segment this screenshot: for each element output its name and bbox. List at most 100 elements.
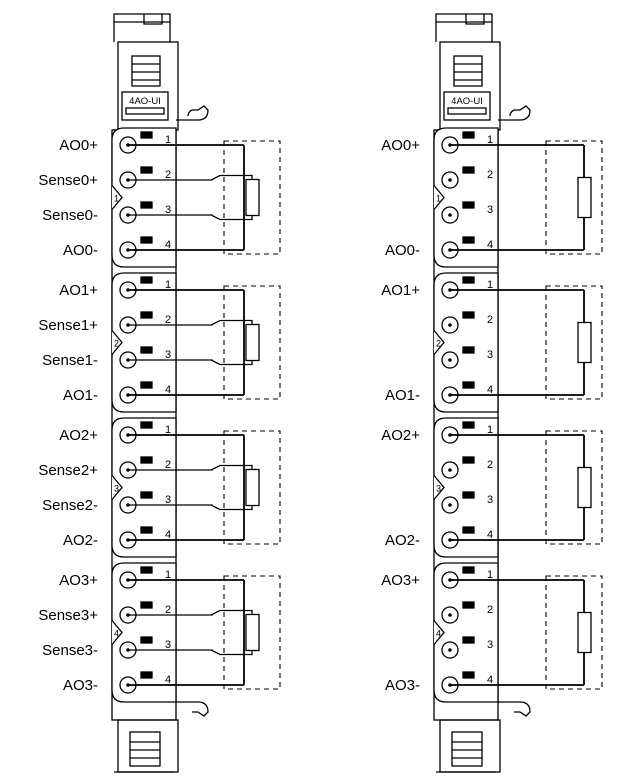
terminal-number: 2 [165, 459, 171, 471]
wire-sense-minus [128, 504, 253, 511]
signal-label: Sense3+ [38, 607, 98, 624]
terminal-release-tab [462, 131, 475, 139]
terminal-release-tab [140, 381, 153, 389]
terminal-release-tab [462, 601, 475, 609]
terminal-release-tab [140, 201, 153, 209]
load-enclosure [223, 285, 281, 400]
terminal-number: 2 [165, 169, 171, 181]
group-number: 3 [436, 484, 441, 494]
signal-label: Sense0+ [38, 172, 98, 189]
terminal-number: 1 [165, 279, 171, 291]
wire-sense-plus [128, 174, 253, 181]
wiring-2 [450, 285, 603, 400]
terminal-release-tab [140, 526, 153, 534]
terminal-number: 3 [487, 639, 493, 651]
terminal-block [433, 127, 499, 268]
terminal-release-tab [462, 636, 475, 644]
terminal-block [111, 417, 177, 558]
load-enclosure [545, 575, 603, 690]
wiring-3 [128, 430, 281, 545]
terminal-number: 4 [487, 674, 493, 686]
terminal-number: 2 [487, 459, 493, 471]
latch-window [131, 55, 161, 87]
latch-tab [465, 14, 485, 25]
terminal-number: 4 [487, 529, 493, 541]
terminal-block [111, 127, 177, 268]
signal-label: AO1+ [59, 282, 98, 299]
module-two-wire: 4AO-UI11AO0+234AO0-21AO1+234AO1-31AO2+23… [381, 13, 603, 773]
group-chevron [111, 475, 123, 500]
load-enclosure [223, 430, 281, 545]
label-bar [447, 107, 487, 115]
terminal-number: 3 [487, 204, 493, 216]
terminal-release-tab [462, 566, 475, 574]
group-chevron [433, 620, 445, 645]
wiring-3 [450, 430, 603, 545]
load-resistor [577, 321, 592, 364]
terminal-number: 4 [487, 384, 493, 396]
group-number: 2 [114, 339, 119, 349]
terminal-number: 2 [165, 314, 171, 326]
terminal-dot [448, 178, 452, 182]
wiring-2 [128, 285, 281, 400]
terminal-number: 1 [487, 279, 493, 291]
side-latch [498, 105, 531, 121]
signal-label: AO1+ [381, 282, 420, 299]
signal-label: AO0+ [59, 137, 98, 154]
terminal-release-tab [462, 236, 475, 244]
latch-window [453, 55, 483, 87]
terminal-release-tab [140, 166, 153, 174]
signal-label: AO2+ [59, 427, 98, 444]
terminal-block [111, 272, 177, 413]
signal-label: AO0- [63, 242, 98, 259]
terminal-release-tab [140, 276, 153, 284]
label-bar [125, 107, 165, 115]
wire-sense-plus [128, 609, 253, 616]
terminal-number: 3 [165, 204, 171, 216]
group-number: 4 [436, 629, 441, 639]
wire-sense-plus [128, 464, 253, 471]
group-chevron [111, 185, 123, 210]
signal-label: AO3+ [59, 572, 98, 589]
wire-sense-minus [128, 359, 253, 366]
group-number: 1 [114, 194, 119, 204]
terminal-number: 3 [165, 349, 171, 361]
module-label: 4AO-UI [451, 96, 483, 107]
terminal-release-tab [462, 671, 475, 679]
signal-label: AO2+ [381, 427, 420, 444]
terminal-release-tab [140, 236, 153, 244]
signal-label: Sense2+ [38, 462, 98, 479]
load-resistor [577, 176, 592, 219]
signal-label: Sense1- [42, 352, 98, 369]
group-chevron [433, 330, 445, 355]
terminal-number: 1 [165, 569, 171, 581]
wiring-1 [450, 140, 603, 255]
terminal-release-tab [140, 601, 153, 609]
terminal-number: 4 [165, 239, 171, 251]
terminal-number: 2 [487, 314, 493, 326]
terminal-number: 4 [165, 674, 171, 686]
terminal-number: 3 [165, 639, 171, 651]
latch-tab [143, 14, 163, 25]
terminal-dot [448, 213, 452, 217]
terminal-dot [448, 503, 452, 507]
terminal-number: 1 [487, 424, 493, 436]
terminal-number: 1 [487, 134, 493, 146]
group-number: 3 [114, 484, 119, 494]
terminal-release-tab [462, 201, 475, 209]
side-latch [176, 701, 209, 717]
terminal-release-tab [140, 636, 153, 644]
terminal-release-tab [140, 566, 153, 574]
signal-label: AO0+ [381, 137, 420, 154]
terminal-number: 1 [487, 569, 493, 581]
terminal-release-tab [462, 346, 475, 354]
terminal-dot [448, 323, 452, 327]
signal-label: AO2- [385, 532, 420, 549]
terminal-release-tab [140, 311, 153, 319]
terminal-number: 4 [165, 384, 171, 396]
terminal-dot [448, 613, 452, 617]
